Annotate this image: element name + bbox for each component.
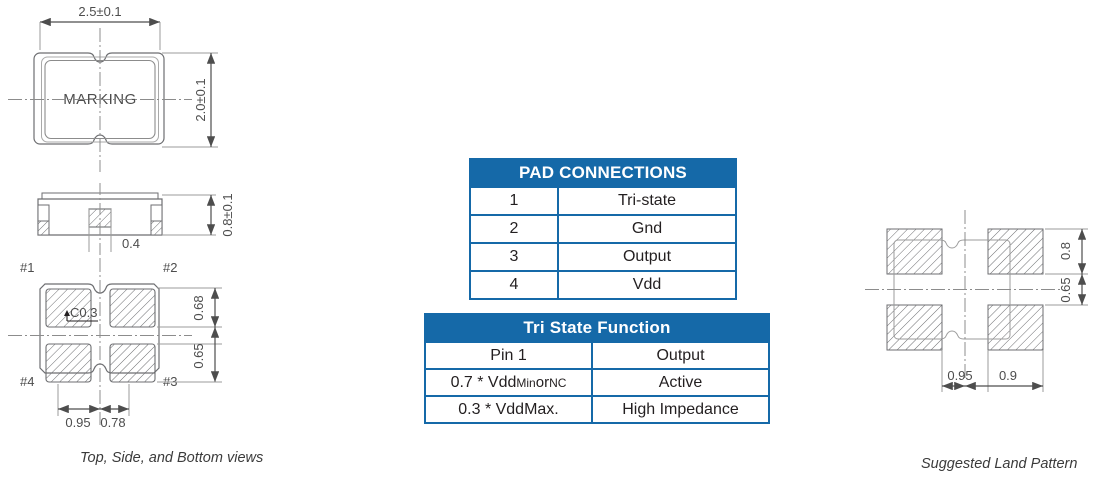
land-dim-x2-label: 0.9 <box>999 368 1017 383</box>
land-pad-4 <box>886 304 943 351</box>
table-row: 1 Tri-state <box>469 186 737 216</box>
top-view: 2.5±0.1 MARKING 2.0±0.1 <box>8 4 218 172</box>
tri-state-condition-active: 0.7 * VddMinorNC <box>424 368 593 397</box>
chamfer-callout: C0.3 <box>64 305 98 322</box>
dim-x2-label: 0.78 <box>100 415 125 430</box>
pin-label-4-bottom: #4 <box>20 374 34 389</box>
table-row: 3 Output <box>469 242 737 272</box>
pad-pin-3: 3 <box>469 242 559 272</box>
tri-state-col-header-left: Pin 1 <box>424 341 593 370</box>
dim-x1-label: 0.95 <box>65 415 90 430</box>
pad-2 <box>109 288 156 328</box>
pad-1 <box>45 288 92 328</box>
pad-pin-4: 4 <box>469 270 559 300</box>
pad-function-3: Output <box>557 242 737 272</box>
land-dim-pitch-y-label: 0.65 <box>1058 277 1073 302</box>
pad-pin-2: 2 <box>469 214 559 244</box>
dim-pad-height-label: 0.68 <box>191 295 206 320</box>
table-row: Pin 1 Output <box>424 341 770 370</box>
pad-4 <box>45 343 92 383</box>
condition-main-2: 0.3 * Vdd <box>458 400 525 418</box>
package-body-outline <box>33 52 165 145</box>
land-pad-2 <box>987 228 1044 275</box>
land-pad-1 <box>886 228 943 275</box>
land-dimension-horizontal: 0.95 0.9 <box>941 350 1044 392</box>
tri-state-title: Tri State Function <box>424 313 770 343</box>
dimension-pad-vertical: 0.68 0.65 <box>157 287 222 383</box>
dim-top-height-label: 2.0±0.1 <box>193 78 208 121</box>
dimension-height-side: 0.8±0.1 <box>162 193 235 237</box>
land-pattern-drawing: 0.8 0.65 0.95 0.9 <box>865 210 1088 392</box>
chamfer-label: C0.3 <box>70 305 97 320</box>
table-header-row: Tri State Function <box>424 313 770 343</box>
tri-state-result-highz: High Impedance <box>591 395 770 424</box>
bottom-view: #1 #2 #4 #3 C0.3 0.68 0.65 <box>8 258 222 430</box>
table-header-row: PAD CONNECTIONS <box>469 158 737 188</box>
table-row: 0.3 * VddMax. High Impedance <box>424 395 770 424</box>
dim-top-width-label: 2.5±0.1 <box>78 4 121 19</box>
caption-left: Top, Side, and Bottom views <box>80 450 264 466</box>
dimension-height-top: 2.0±0.1 <box>162 52 218 148</box>
pad-connections-title: PAD CONNECTIONS <box>469 158 737 188</box>
land-dimension-vertical: 0.8 0.65 <box>1045 228 1088 306</box>
dim-side-center-label: 0.4 <box>122 236 140 251</box>
pin-label-1-bottom: #1 <box>20 260 34 275</box>
table-row: 4 Vdd <box>469 270 737 300</box>
land-pad-3 <box>987 304 1044 351</box>
pad-3 <box>109 343 156 383</box>
pin-label-2-bottom: #2 <box>163 260 177 275</box>
condition-main-1: 0.7 * Vdd <box>450 373 517 391</box>
condition-or-1: or <box>535 373 550 391</box>
land-dim-x1-label: 0.95 <box>947 368 972 383</box>
condition-max-2: Max. <box>524 400 559 418</box>
side-view-terminal-right-hatch <box>150 220 163 236</box>
pad-connections-table: PAD CONNECTIONS 1 Tri-state 2 Gnd 3 Outp… <box>469 158 737 300</box>
condition-nc-1: NC <box>549 375 567 390</box>
pad-function-1: Tri-state <box>557 186 737 216</box>
tri-state-result-active: Active <box>591 368 770 397</box>
land-pattern-package-outline <box>893 239 1011 340</box>
package-outline-drawing: 2.5±0.1 MARKING 2.0±0.1 <box>8 4 235 430</box>
side-view: 0.4 0.8±0.1 <box>37 183 235 258</box>
land-dim-pad-height-label: 0.8 <box>1058 242 1073 260</box>
table-row: 2 Gnd <box>469 214 737 244</box>
dimension-pad-horizontal: 0.95 0.78 <box>57 384 130 430</box>
side-view-terminal-left-hatch <box>37 220 50 236</box>
dim-side-height-label: 0.8±0.1 <box>220 193 235 236</box>
table-row: 0.7 * VddMinorNC Active <box>424 368 770 397</box>
dimension-width-top: 2.5±0.1 <box>39 4 161 50</box>
tri-state-condition-highz: 0.3 * VddMax. <box>424 395 593 424</box>
pad-function-2: Gnd <box>557 214 737 244</box>
condition-min-1: Min <box>516 375 536 390</box>
tri-state-function-table: Tri State Function Pin 1 Output 0.7 * Vd… <box>424 313 770 424</box>
dim-pad-pitch-y-label: 0.65 <box>191 343 206 368</box>
pad-pin-1: 1 <box>469 186 559 216</box>
caption-right: Suggested Land Pattern <box>921 456 1078 472</box>
pad-function-4: Vdd <box>557 270 737 300</box>
tri-state-col-header-right: Output <box>591 341 770 370</box>
